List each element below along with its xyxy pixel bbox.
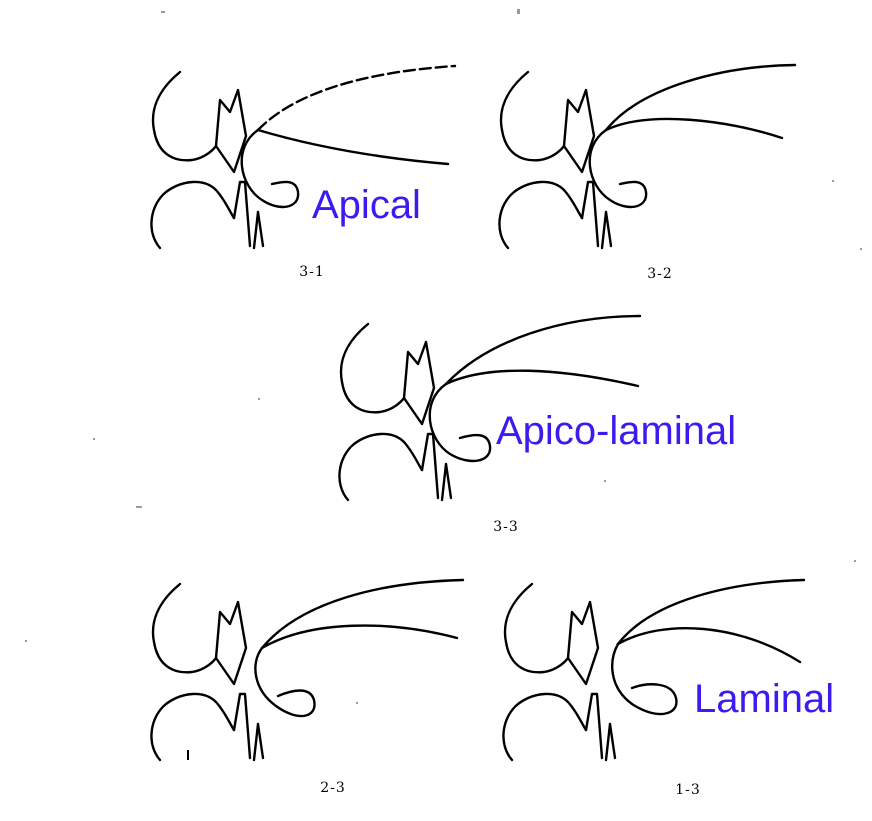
panel-3-3-caption: 3-3 bbox=[493, 519, 519, 535]
scan-specks bbox=[25, 9, 862, 704]
panel-3-1: 3-1 Apical bbox=[151, 66, 455, 280]
panel-3-1-caption: 3-1 bbox=[299, 264, 325, 280]
panel-3-2-caption: 3-2 bbox=[647, 266, 673, 282]
panel-3-2-drawing bbox=[499, 65, 795, 248]
label-laminal: Laminal bbox=[694, 677, 834, 721]
label-apico-laminal: Apico-laminal bbox=[496, 409, 736, 453]
panel-2-3-mark bbox=[187, 750, 189, 760]
panel-2-3: 2-3 bbox=[151, 580, 463, 796]
panel-1-3-caption: 1-3 bbox=[675, 782, 701, 798]
panel-3-3-drawing bbox=[339, 316, 640, 500]
panel-3-2: 3-2 bbox=[499, 65, 795, 282]
panel-1-3-drawing bbox=[503, 580, 804, 760]
panel-2-3-drawing bbox=[151, 580, 463, 760]
panel-1-3: 1-3 Laminal bbox=[503, 580, 834, 798]
panel-2-3-caption: 2-3 bbox=[320, 780, 346, 796]
label-apical: Apical bbox=[312, 183, 421, 227]
panel-3-3: 3-3 Apico-laminal bbox=[339, 316, 736, 535]
